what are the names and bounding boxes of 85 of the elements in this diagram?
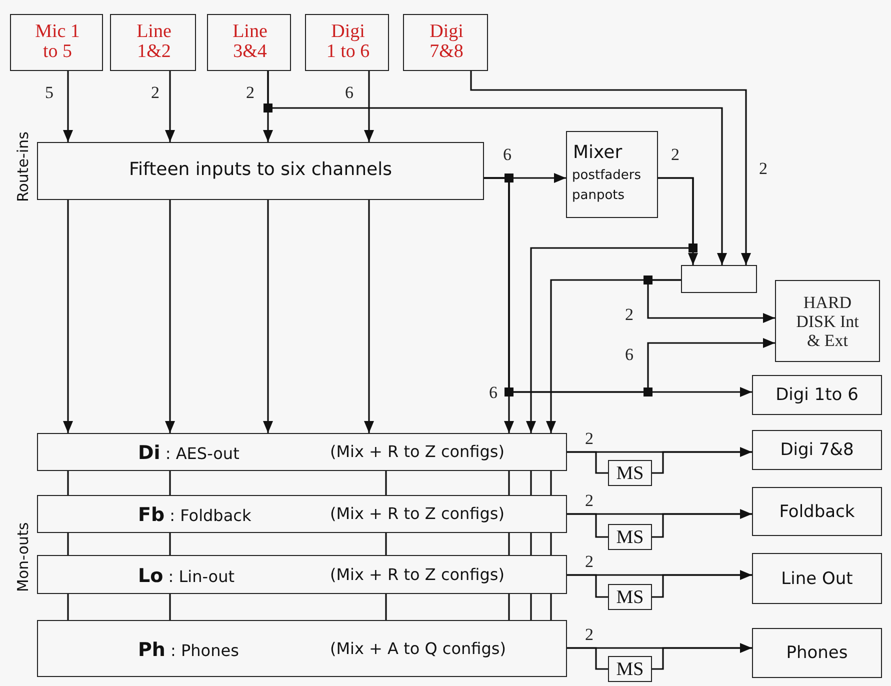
edge-label: 6 — [344, 84, 354, 101]
section-label: Mon-outs — [14, 522, 32, 592]
bar-title: Lo : Lin-out — [138, 564, 235, 586]
input-box — [10, 14, 103, 71]
monitor-output-bar — [37, 620, 567, 677]
input-label: Digi 7&8 — [428, 22, 464, 62]
ms-box — [608, 460, 652, 486]
edge-label: 5 — [44, 84, 54, 101]
box-label: Foldback — [778, 502, 856, 522]
connector-line — [567, 647, 608, 670]
ms-box — [608, 584, 652, 610]
box-label: Phones — [785, 643, 849, 663]
arrow — [526, 177, 694, 433]
monitor-output-bar — [37, 433, 567, 471]
input-label: Digi 1 to 6 — [325, 22, 371, 62]
connector-line — [652, 647, 752, 670]
input-label: Line 3&4 — [232, 22, 268, 62]
arrow — [647, 279, 775, 323]
arrow — [263, 200, 273, 433]
arrow — [165, 200, 175, 433]
edge-label: 2 — [584, 430, 594, 447]
box-title: Mixer — [573, 142, 622, 163]
edge-label: 2 — [758, 160, 768, 177]
box-label: MS — [615, 527, 645, 549]
bar-title: Fb : Foldback — [138, 504, 252, 526]
edge-label: 6 — [488, 384, 498, 401]
input-box — [403, 14, 488, 71]
edge-label: 2 — [150, 84, 160, 101]
routing-box — [37, 142, 484, 200]
edge-label: 2 — [670, 146, 680, 163]
box-label: Digi 7&8 — [779, 440, 855, 460]
output-box — [752, 375, 882, 415]
edge-label: 6 — [502, 146, 512, 163]
connector-line — [652, 513, 752, 538]
mixer-box — [566, 131, 658, 218]
connector-line — [567, 513, 608, 538]
box-label: postfaders panpots — [572, 167, 642, 205]
connector-line — [567, 574, 608, 598]
bar-label: (Mix + R to Z configs) — [330, 442, 504, 461]
section-label: Route-ins — [14, 132, 32, 202]
input-box — [110, 14, 196, 71]
empty-box — [681, 265, 757, 293]
output-box — [752, 553, 882, 604]
edge-label: 2 — [584, 553, 594, 570]
connector-line — [652, 574, 752, 598]
box-label: Line Out — [780, 568, 854, 588]
input-label: Mic 1 to 5 — [34, 22, 81, 62]
box-label: MS — [615, 463, 645, 485]
box-label: Digi 1to 6 — [774, 385, 860, 405]
box-label: HARD DISK Int & Ext — [795, 293, 860, 350]
connector-line — [567, 451, 608, 474]
box-label: MS — [615, 659, 645, 681]
box-label: MS — [615, 587, 645, 609]
edge-label: 2 — [584, 626, 594, 643]
bar-title: Ph : Phones — [138, 638, 239, 660]
arrow — [165, 71, 175, 142]
arrow — [63, 200, 73, 433]
connector-line — [67, 470, 552, 496]
bar-title: Di : AES-out — [138, 442, 240, 464]
monitor-output-bar — [37, 555, 567, 594]
arrow — [470, 71, 751, 265]
output-box — [752, 628, 882, 678]
arrow — [364, 200, 374, 433]
monitor-output-bar — [37, 495, 567, 533]
ms-box — [608, 524, 652, 550]
output-box — [752, 430, 882, 470]
edge-label: 2 — [624, 306, 634, 323]
arrow — [364, 71, 374, 142]
arrow — [63, 71, 73, 142]
connector-line — [67, 532, 552, 556]
output-box — [752, 487, 882, 536]
box-label: Fifteen inputs to six channels — [128, 159, 393, 180]
connector-line — [67, 593, 552, 621]
bar-label: (Mix + R to Z configs) — [330, 564, 504, 584]
edge-label: 2 — [584, 492, 594, 509]
input-box — [305, 14, 389, 71]
connector-line — [652, 451, 752, 474]
arrow — [267, 71, 727, 265]
ms-box — [608, 656, 652, 682]
edge-label: 6 — [624, 346, 634, 363]
edge-label: 2 — [245, 84, 256, 101]
input-label: Line 1&2 — [136, 22, 172, 62]
input-box — [207, 14, 291, 71]
bar-label: (Mix + A to Q configs) — [330, 638, 506, 658]
bar-label: (Mix + R to Z configs) — [330, 504, 504, 523]
